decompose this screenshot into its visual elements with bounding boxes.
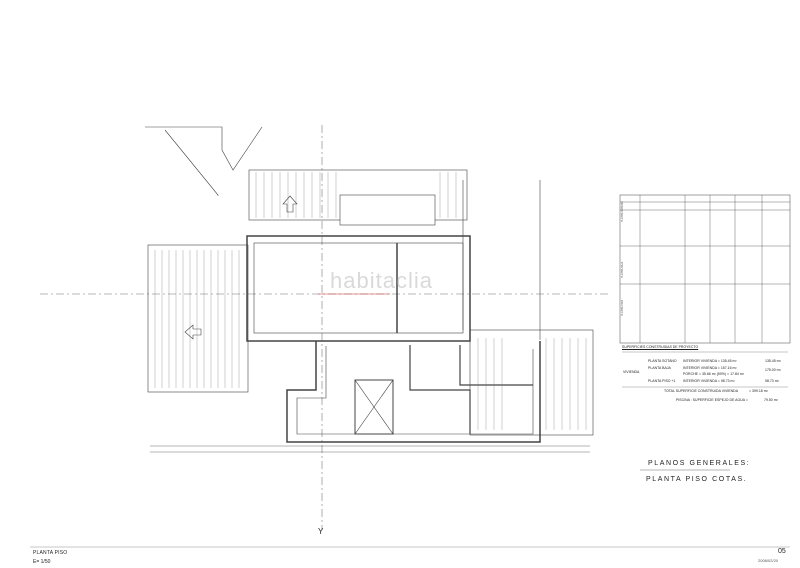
total-value: = 399.18 m²	[749, 389, 768, 393]
sheet-date: 2008/02/20	[758, 558, 779, 563]
table-group-0: PLANTA SOTANO	[621, 201, 624, 222]
surface-total-0: 135.45 m²	[765, 359, 781, 363]
total-label: TOTAL SUPERFICIE CONSTRUIDA VIVIENDA	[664, 389, 739, 393]
surface-detail-1: INTERIOR VIVIENDA = 157.16 m²	[683, 366, 737, 370]
pool-value: 79.50 m²	[764, 398, 778, 402]
table-group-1: PLANTA BAJA	[621, 261, 624, 278]
surface-detail-2: PORCHE = 35.66 m² (50%) = 17.84 m²	[683, 372, 744, 376]
surface-detail-3: INTERIOR VIVIENDA = 98.73 m²	[683, 379, 735, 383]
sheet-number: 05	[778, 548, 786, 555]
axis-label: Y	[318, 527, 324, 536]
vivienda-label: VIVIENDA	[623, 370, 640, 374]
section-subheading: PLANTA PISO COTAS.	[646, 476, 748, 483]
pool-label: PISCINA : SUPERFICIE ESPEJO DE AGUA =	[676, 398, 748, 402]
surface-floor-0: PLANTA SOTANO	[648, 359, 677, 363]
surface-total-1: 175.00 m²	[765, 368, 781, 372]
surface-detail-0: INTERIOR VIVIENDA = 135.45 m²	[683, 359, 737, 363]
surface-total-3: 98.73 m²	[765, 379, 779, 383]
surface-floor-3: PLANTA PISO +1	[648, 379, 676, 383]
drawing-title: PLANTA PISO	[33, 550, 68, 556]
surface-floor-1: PLANTA BAJA	[648, 366, 671, 370]
drawing-scale: E= 1/50	[33, 559, 51, 565]
section-heading: PLANOS GENERALES:	[648, 460, 751, 467]
watermark: habitaclia	[330, 268, 433, 293]
table-group-2: PLANTA PISO	[621, 299, 624, 316]
surface-heading: SUPERFICIES CONSTRUIDAS DE PROYECTO	[622, 345, 699, 349]
